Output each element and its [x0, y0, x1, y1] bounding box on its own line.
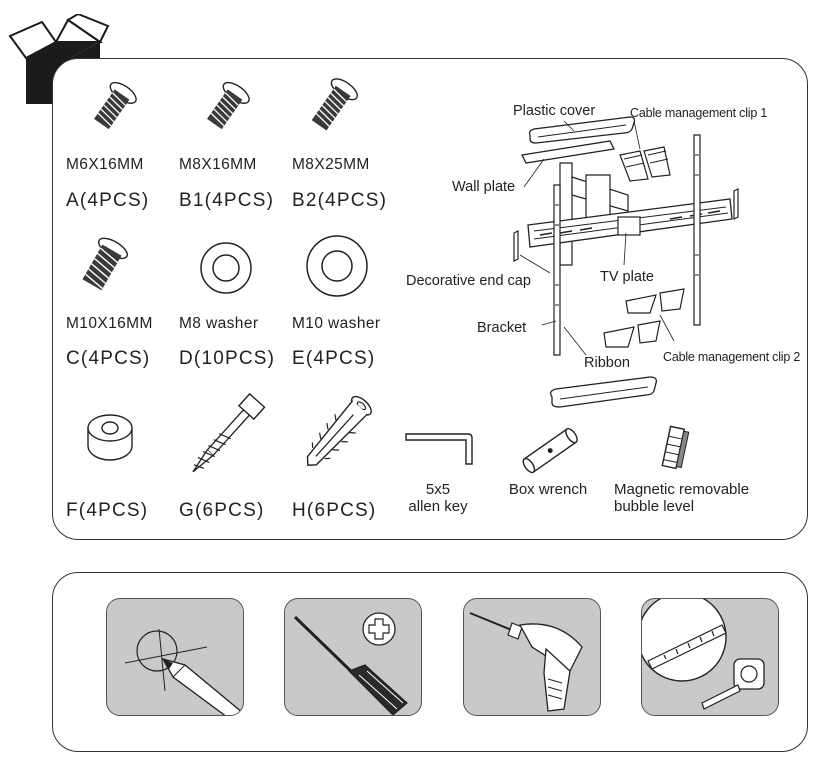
part-b1-count: B1(4PCS): [179, 190, 275, 211]
part-d-size: M8 washer: [179, 315, 259, 332]
callout-wall-plate: Wall plate: [452, 179, 516, 195]
part-d-count: D(10PCS): [179, 348, 276, 369]
tape-measure-tile: [641, 598, 779, 716]
power-drill-icon: [469, 612, 583, 712]
part-c-size: M10X16MM: [66, 315, 153, 332]
pencil-tile: [106, 598, 244, 716]
box-wrench-label: Box wrench: [508, 481, 588, 498]
drill-tile: [463, 598, 601, 716]
allen-key-label: 5x5 allen key: [398, 481, 478, 515]
screw-icon: [311, 78, 358, 131]
part-e-size: M10 washer: [292, 315, 381, 332]
callout-ribbon: Ribbon: [584, 355, 630, 371]
part-e-count: E(4PCS): [292, 348, 376, 369]
bubble-level-label-line2: bubble level: [614, 498, 695, 515]
part-c-count: C(4PCS): [66, 348, 151, 369]
part-h-count: H(6PCS): [292, 500, 377, 521]
part-f-count: F(4PCS): [66, 500, 149, 521]
washer-icon: [306, 235, 368, 297]
mount-exploded-diagram: [513, 116, 739, 408]
screw-icon: [94, 81, 137, 130]
bubble-level-label-line1: Magnetic removable: [614, 481, 750, 498]
screwdriver-tile: [284, 598, 422, 716]
callout-cable-clip-2: Cable management clip 2: [663, 350, 801, 364]
callout-bracket: Bracket: [477, 320, 527, 336]
callout-plastic-cover: Plastic cover: [513, 103, 596, 119]
part-b2-size: M8X25MM: [292, 156, 370, 173]
part-b1-size: M8X16MM: [179, 156, 257, 173]
part-g-count: G(6PCS): [179, 500, 265, 521]
washer-icon: [200, 242, 252, 294]
wall-anchor-icon: [306, 395, 372, 466]
callout-tv-plate: TV plate: [600, 269, 654, 285]
bubble-level-icon: [661, 425, 690, 470]
phillips-screwdriver-icon: [293, 612, 408, 715]
screw-icon: [207, 81, 250, 130]
part-b2-count: B2(4PCS): [292, 190, 388, 211]
part-a-size: M6X16MM: [66, 156, 144, 173]
allen-key-label-line1: 5x5: [425, 481, 451, 498]
callout-cable-clip-1: Cable management clip 1: [630, 106, 768, 120]
part-a-count: A(4PCS): [66, 190, 150, 211]
spacer-icon: [87, 414, 133, 461]
lag-bolt-icon: [192, 392, 266, 473]
callout-decorative-end-cap: Decorative end cap: [406, 273, 531, 289]
tape-measure-icon: [642, 599, 765, 710]
screw-icon: [82, 237, 128, 291]
bubble-level-label: Magnetic removable bubble level: [614, 481, 774, 515]
allen-key-label-line2: allen key: [408, 498, 468, 515]
allen-key-icon: [405, 433, 473, 465]
pencil-mark-icon: [124, 628, 243, 715]
box-wrench-icon: [522, 428, 578, 474]
